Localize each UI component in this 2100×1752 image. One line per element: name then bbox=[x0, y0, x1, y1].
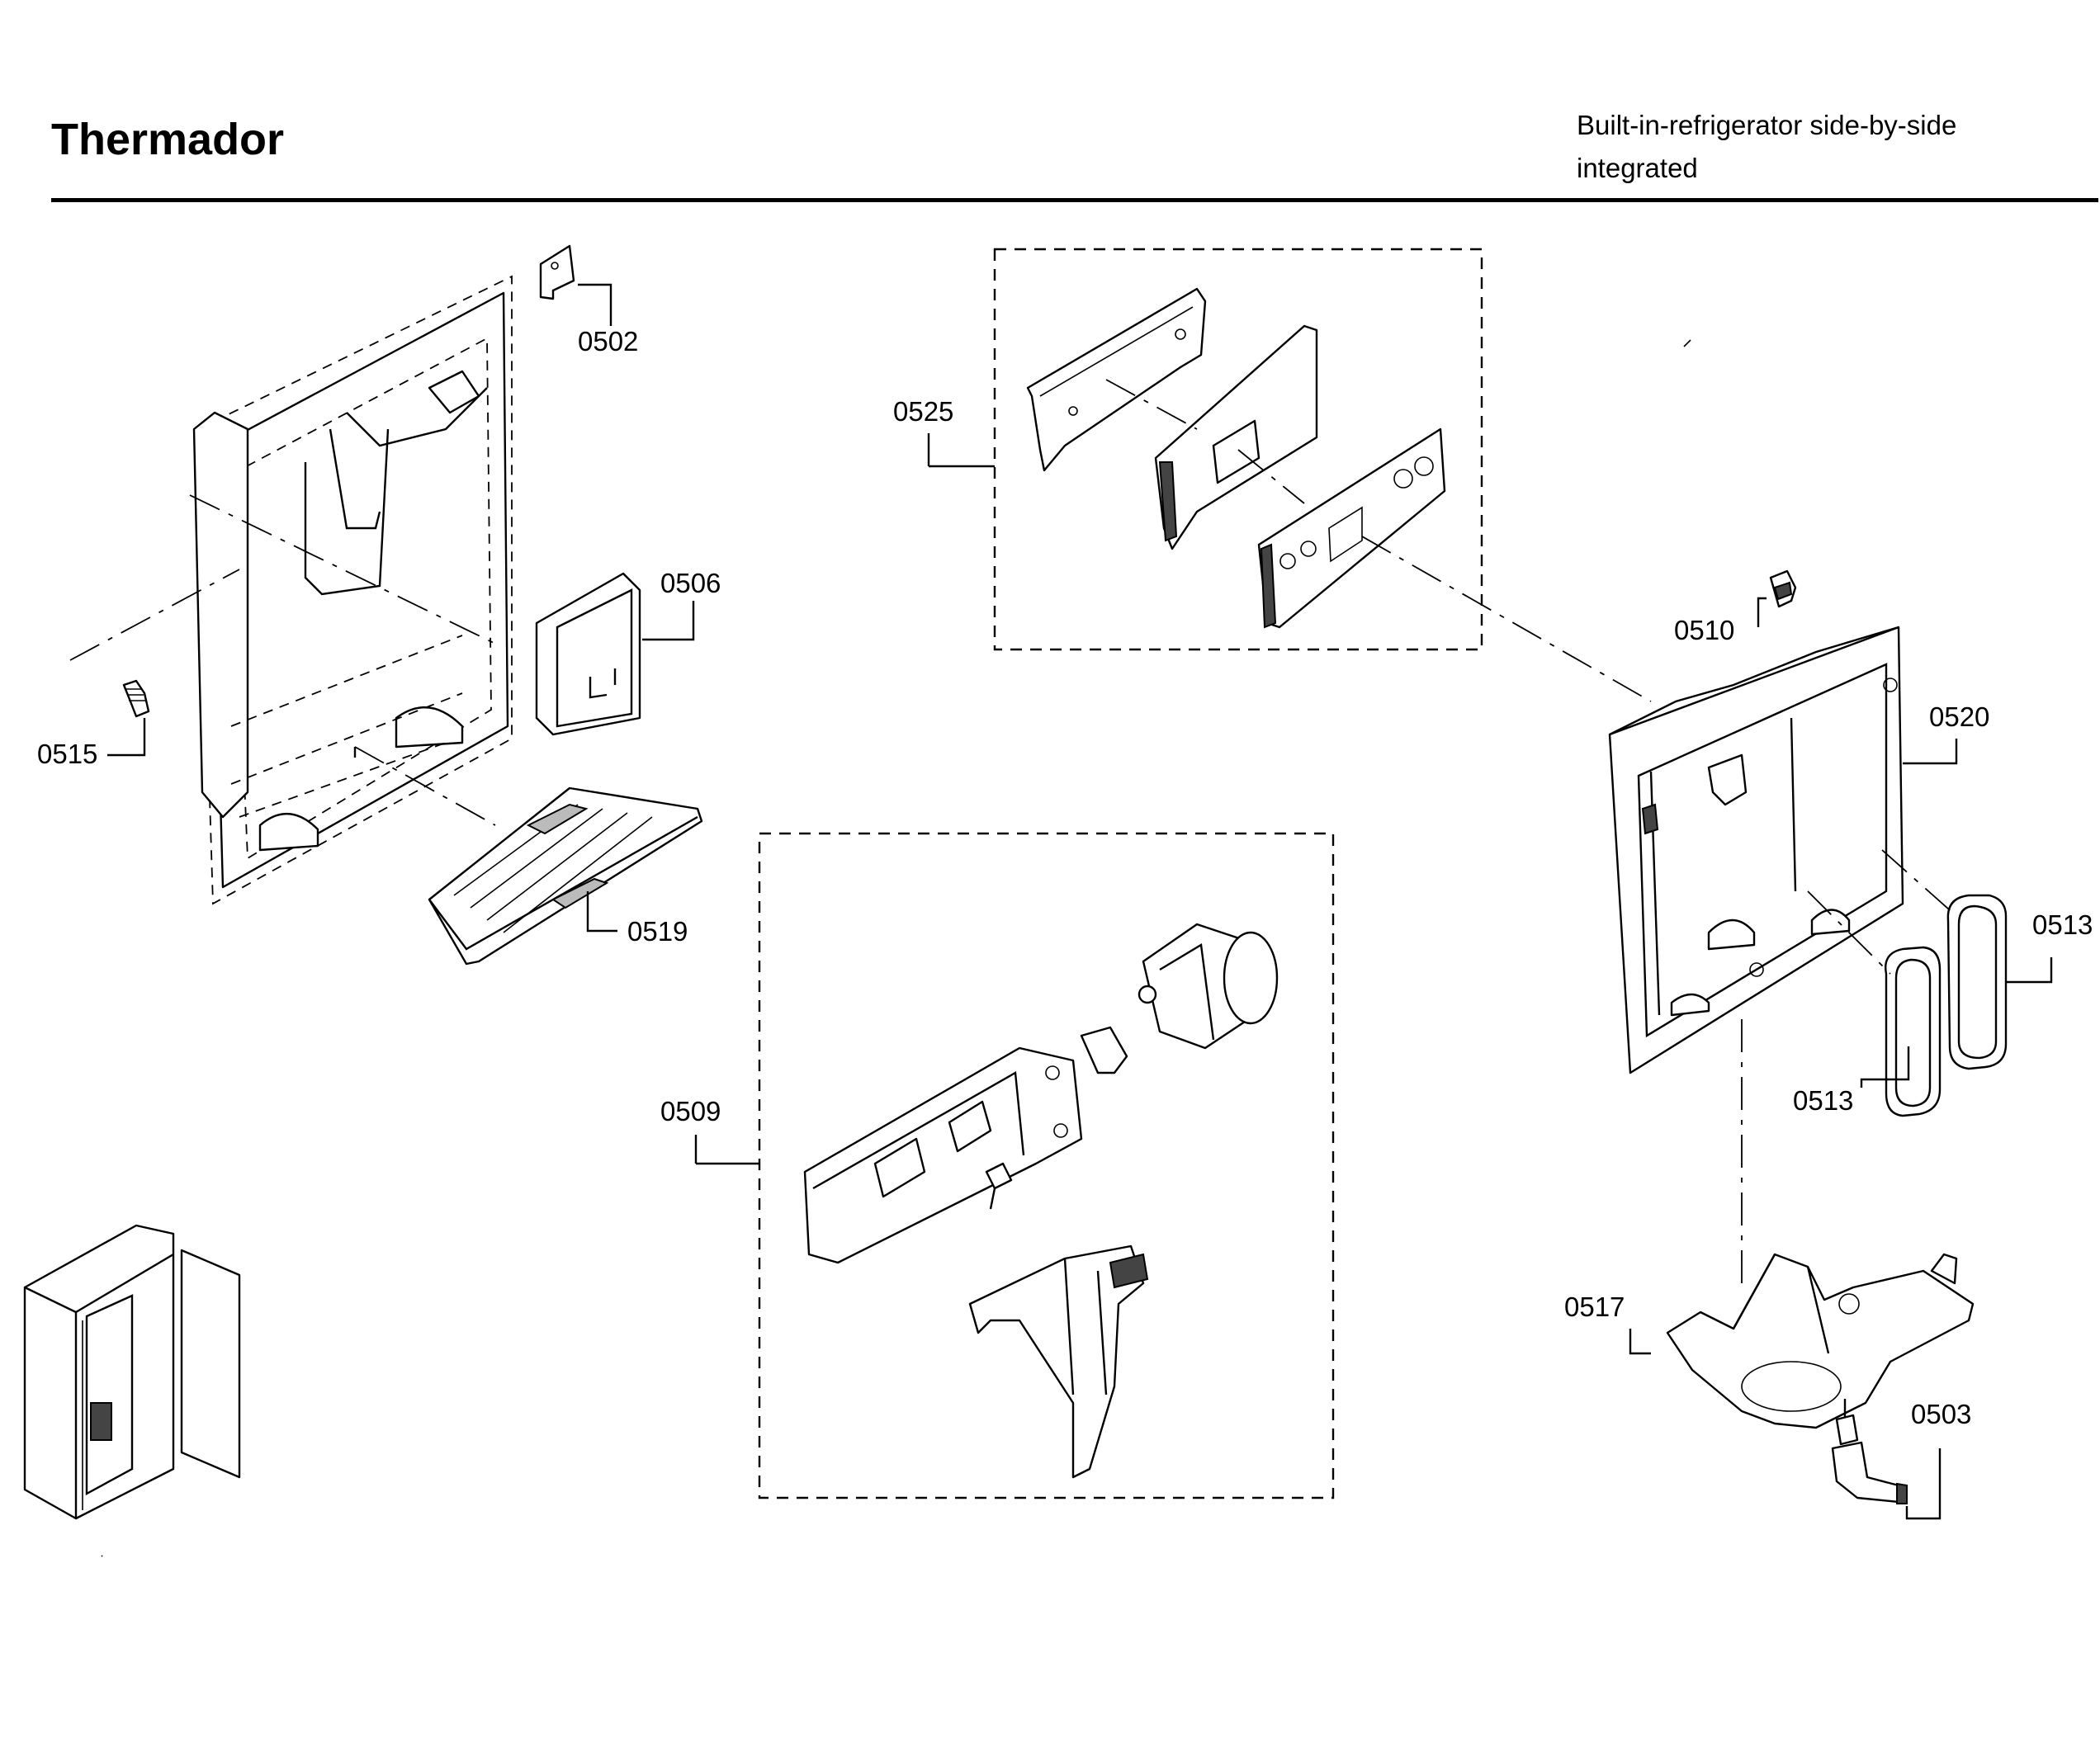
callout-0519: 0519 bbox=[627, 916, 688, 947]
callout-0515: 0515 bbox=[37, 739, 97, 769]
refrigerator-locator-thumbnail bbox=[23, 1224, 241, 1520]
callout-0510: 0510 bbox=[1674, 615, 1734, 645]
speck bbox=[1683, 339, 1691, 347]
callout-0502: 0502 bbox=[578, 326, 638, 357]
callout-0517: 0517 bbox=[1564, 1292, 1625, 1322]
callout-0520: 0520 bbox=[1929, 701, 1989, 732]
part-0510-switch bbox=[1757, 569, 1797, 627]
part-0525-control-group bbox=[927, 248, 1652, 702]
part-0509-motor-group bbox=[694, 832, 1335, 1499]
model-description-line1: Built-in-refrigerator side-by-side bbox=[1577, 110, 1957, 140]
part-0520-dispenser-housing bbox=[1608, 626, 1958, 1074]
brand-title: Thermador bbox=[51, 115, 285, 164]
part-0502-bracket bbox=[539, 244, 612, 326]
part-0503-elbow-fitting bbox=[1831, 1399, 1942, 1520]
dispenser-housing-frame bbox=[69, 275, 513, 905]
callout-0525: 0525 bbox=[893, 396, 953, 427]
callout-0513-bottom: 0513 bbox=[1793, 1085, 1853, 1116]
model-description-line2: integrated bbox=[1577, 153, 1698, 183]
callout-0509: 0509 bbox=[660, 1096, 721, 1126]
part-0519-drip-tray bbox=[428, 786, 703, 966]
part-0515-screw bbox=[107, 679, 150, 757]
header-divider bbox=[51, 198, 2098, 202]
callout-0503: 0503 bbox=[1911, 1399, 1971, 1429]
callout-0513-right: 0513 bbox=[2032, 909, 2093, 940]
part-0506-paddle bbox=[535, 572, 695, 736]
model-description: Built-in-refrigerator side-by-side integ… bbox=[1577, 104, 2039, 190]
callout-0506: 0506 bbox=[660, 568, 721, 598]
part-0513-light-covers bbox=[1807, 849, 2053, 1117]
part-0517-ice-chute bbox=[1629, 1019, 1975, 1429]
